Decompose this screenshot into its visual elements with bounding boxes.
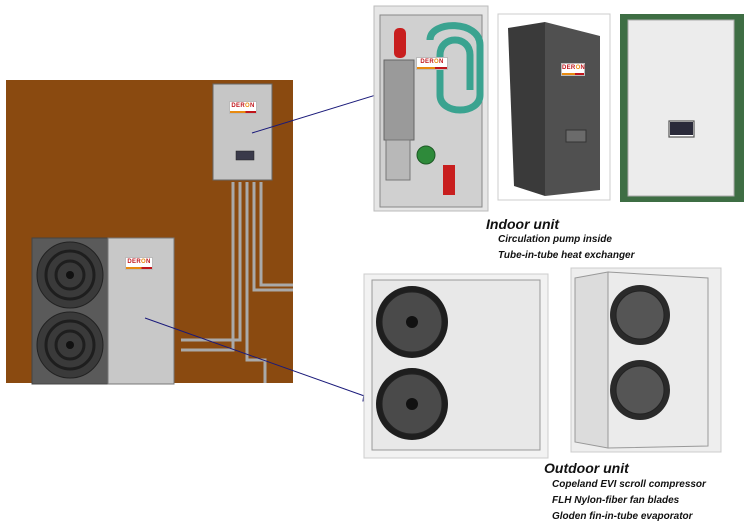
indoor-unit-drawing bbox=[212, 83, 273, 181]
indoor-feature-1: Circulation pump inside bbox=[498, 234, 612, 245]
brand-logo-indoor-photo: DERON bbox=[416, 57, 448, 70]
brand-logo-outdoor-diagram: DERON bbox=[125, 257, 153, 270]
photo-indoor-internal bbox=[373, 5, 489, 212]
outdoor-photo-fan-bottom bbox=[376, 368, 448, 440]
outdoor-fan-bottom bbox=[36, 311, 104, 379]
photo-outdoor-side bbox=[570, 267, 722, 453]
photo-indoor-white bbox=[620, 14, 744, 202]
brand-part2: N bbox=[145, 259, 151, 265]
circulation-pump bbox=[416, 145, 436, 165]
outdoor-feature-3: Gloden fin-in-tube evaporator bbox=[552, 511, 693, 522]
heat-exchanger-block bbox=[383, 59, 415, 141]
indoor-unit-title: Indoor unit bbox=[486, 216, 560, 232]
brand-part2: N bbox=[580, 65, 586, 71]
brand-mark: O bbox=[575, 65, 581, 71]
photo-outdoor-front bbox=[363, 273, 549, 459]
green-pipe-coil bbox=[426, 22, 484, 114]
red-component bbox=[443, 165, 455, 195]
side-photo-fan-top bbox=[610, 285, 670, 345]
side-photo-fan-bottom bbox=[610, 360, 670, 420]
indoor-display-panel bbox=[235, 150, 255, 161]
brand-mark: O bbox=[433, 59, 439, 65]
brand-logo-closed-photo: DERON bbox=[561, 63, 585, 76]
brand-part2: N bbox=[249, 103, 255, 109]
outdoor-unit-title: Outdoor unit bbox=[544, 460, 629, 476]
brand-logo-indoor-diagram: DERON bbox=[229, 101, 257, 114]
outdoor-fan-top bbox=[36, 241, 104, 309]
indoor-closed-display bbox=[565, 129, 587, 143]
outdoor-feature-2: FLH Nylon-fiber fan blades bbox=[552, 495, 680, 506]
outdoor-photo-fan-top bbox=[376, 286, 448, 358]
indoor-feature-2: Tube-in-tube heat exchanger bbox=[498, 250, 635, 261]
brand-part1: DER bbox=[127, 259, 141, 265]
brand-part1: DER bbox=[562, 65, 576, 71]
brand-part1: DER bbox=[420, 59, 434, 65]
photo-indoor-closed bbox=[497, 13, 611, 201]
expansion-tank bbox=[394, 28, 406, 58]
outdoor-feature-1: Copeland EVI scroll compressor bbox=[552, 479, 706, 490]
brand-part2: N bbox=[438, 59, 444, 65]
brand-part1: DER bbox=[231, 103, 245, 109]
brand-mark: O bbox=[140, 259, 146, 265]
connecting-pipes bbox=[181, 182, 293, 383]
brand-mark: O bbox=[244, 103, 250, 109]
